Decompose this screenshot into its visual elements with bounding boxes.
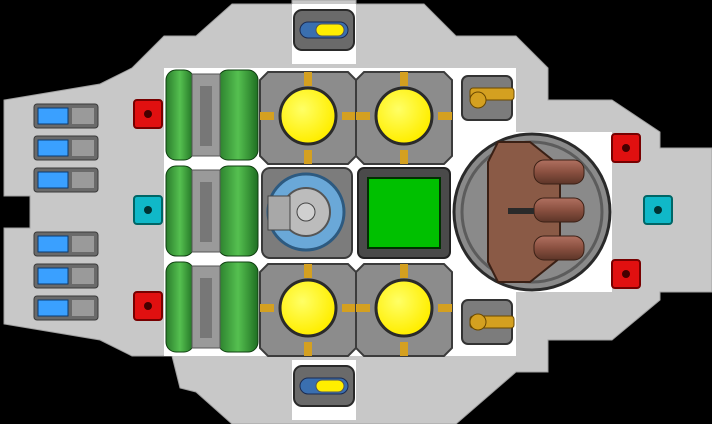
blue-cell[interactable] (33, 135, 99, 161)
main-turret[interactable] (452, 132, 612, 292)
cannon-lower[interactable] (461, 299, 515, 345)
red-marker[interactable] (133, 99, 163, 129)
reactor-yellow-bottom-right[interactable] (355, 263, 453, 357)
cyan-marker[interactable] (133, 195, 163, 225)
fuel-tank[interactable] (165, 261, 259, 353)
blue-cell[interactable] (33, 167, 99, 193)
blue-cell-bank-upper[interactable] (33, 103, 99, 193)
blue-cell[interactable] (33, 103, 99, 129)
red-marker[interactable] (611, 133, 641, 163)
console-screen[interactable] (357, 167, 451, 259)
missile-launcher-top[interactable] (293, 9, 355, 51)
blue-cell[interactable] (33, 231, 99, 257)
red-marker[interactable] (611, 259, 641, 289)
cyan-marker[interactable] (643, 195, 673, 225)
reactor-yellow-top-right[interactable] (355, 71, 453, 165)
blue-cell[interactable] (33, 263, 99, 289)
missile-launcher-bottom[interactable] (293, 365, 355, 407)
blue-cell[interactable] (33, 295, 99, 321)
fuel-tank[interactable] (165, 165, 259, 257)
fuel-tank[interactable] (165, 69, 259, 161)
cannon-upper[interactable] (461, 75, 515, 121)
shield-generator[interactable] (261, 167, 353, 259)
blue-cell-bank-lower[interactable] (33, 231, 99, 321)
reactor-yellow-bottom-left[interactable] (259, 263, 357, 357)
reactor-yellow-top-left[interactable] (259, 71, 357, 165)
red-marker[interactable] (133, 291, 163, 321)
